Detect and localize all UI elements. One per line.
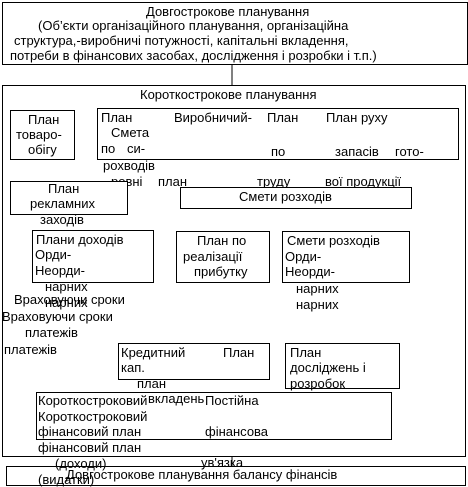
finance-balance-box — [6, 466, 466, 486]
research-plan-line-3: розробок — [290, 376, 346, 391]
income-plans-narnyh-1: нарних — [45, 279, 88, 294]
cost-estimates-top-box — [180, 187, 412, 209]
long-term-line-1: (Об’єкти організаційного планування, орг… — [38, 18, 349, 33]
plan-invest-label: План — [223, 345, 255, 360]
credit-plan-line-4: вкладень — [148, 391, 205, 406]
top-vyrob: Виробничий- — [174, 110, 252, 125]
cost-estimates-mid-narnyh-1: нарних — [296, 281, 339, 296]
short-term-title: Короткострокове планування — [140, 87, 317, 102]
finance-plan-line-3: фінансовий план — [38, 424, 142, 439]
top-voi-prod: вої продукції — [325, 174, 402, 189]
top-zapasiv: запасів — [335, 144, 379, 159]
long-term-planning-box — [2, 2, 468, 65]
realization-plan-line-3: прибутку — [194, 264, 248, 279]
cost-estimates-top-label: Смети розходів — [239, 189, 332, 204]
top-trudu: труду — [257, 174, 291, 189]
cost-estimates-mid-ordi: Орди- — [285, 249, 322, 264]
finance-plan-line-1: Короткостроковий — [38, 393, 148, 408]
payment-terms-line-1: Враховуючи сроки — [14, 292, 125, 307]
long-term-title: Довгострокове планування — [146, 4, 310, 19]
plan-ads-line-3: заходів — [40, 212, 84, 227]
top-rozhodiv: рохводів — [103, 158, 155, 173]
cost-estimates-mid-title: Смети розходів — [287, 233, 380, 248]
plan-ads-line-2: рекламних — [30, 196, 95, 211]
top-goto: гото- — [395, 144, 424, 159]
top-si: си- — [127, 141, 146, 156]
top-plan-1: План — [101, 110, 133, 125]
credit-plan-box — [118, 343, 270, 380]
cost-estimates-mid-box — [282, 231, 410, 283]
research-plan-line-1: План — [290, 345, 322, 360]
top-plan-ruhu: План руху — [326, 110, 388, 125]
finance-postiyna: Постійна — [205, 393, 259, 408]
production-plans-box — [97, 108, 459, 160]
finance-plan-line-6: (видатки) — [38, 472, 95, 487]
payment-terms-line-2: Враховуючи сроки — [2, 309, 113, 324]
income-plans-title: Плани доходів — [36, 232, 124, 247]
research-plan-line-2: досліджень і — [290, 360, 366, 375]
credit-plan-line-1: Кредитний — [121, 345, 186, 360]
realization-plan-line-1: План по — [197, 233, 247, 248]
top-plan-2: План — [267, 110, 299, 125]
long-term-line-3: потреби в фінансових засобах, дослідженн… — [10, 48, 377, 63]
top-smeta: Смета — [111, 125, 150, 140]
plan-turnover-line-1: План — [28, 112, 60, 127]
credit-plan-line-2: кап. — [121, 360, 145, 375]
finance-plan-box — [36, 392, 392, 440]
finance-finansova: фінансова — [205, 424, 269, 439]
long-term-line-2: структура,-виробничі потужності, капітал… — [14, 33, 349, 48]
plan-advertising-box — [10, 181, 128, 215]
income-plans-ordi: Орди- — [35, 247, 72, 262]
income-plans-neordi: Неорди- — [35, 263, 85, 278]
top-po: по — [101, 141, 116, 156]
finance-vyazka: ув'язка — [201, 455, 244, 470]
finance-balance-label: Довгострокове планування балансу фінансі… — [66, 467, 338, 482]
income-plans-narnyh-2: нарних — [45, 295, 88, 310]
top-plan-3: план — [158, 174, 188, 189]
realization-plan-line-2: реалізації — [183, 249, 243, 264]
realization-plan-box — [176, 231, 270, 283]
credit-plan-line-3: план — [137, 376, 167, 391]
plan-turnover-line-3: обігу — [28, 142, 57, 157]
payment-terms-line-4: платежів — [4, 342, 57, 357]
top-po-2: по — [271, 144, 286, 159]
plan-ads-line-1: План — [48, 181, 80, 196]
cost-estimates-mid-neordi: Неорди- — [285, 264, 335, 279]
cost-estimates-mid-narnyh-2: нарних — [296, 297, 339, 312]
finance-plan-line-2: Короткостроковий — [38, 409, 148, 424]
research-plan-box — [285, 343, 400, 389]
payment-terms-line-3: платежів — [25, 325, 78, 340]
plan-turnover-box — [10, 110, 75, 160]
finance-plan-line-4: фінансовий план — [38, 440, 142, 455]
plan-turnover-line-2: товаро- — [16, 127, 62, 142]
income-plans-box — [32, 230, 154, 283]
